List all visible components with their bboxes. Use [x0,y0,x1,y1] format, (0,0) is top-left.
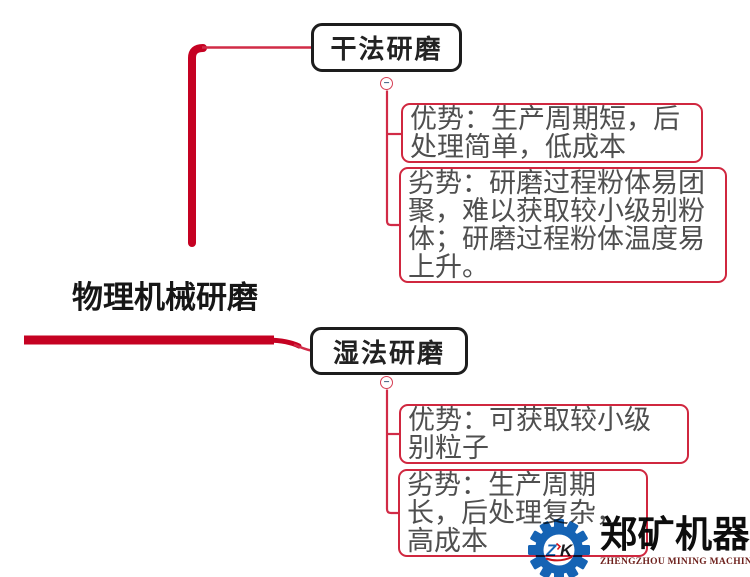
detail-box-dry-advantage[interactable]: 优势：生产周期短，后 处理简单，低成本 [401,103,703,163]
branch-line-dry-thick [188,44,207,247]
watermark-logo: Z K 郑矿机器 ZHENGZHOU MINING MACHINERY [520,512,750,577]
collapse-button-dry[interactable]: − [380,77,393,90]
node-wet-grinding[interactable]: 湿法研磨 [310,327,468,375]
logo-monogram-k: K [560,541,574,560]
node-dry-grinding[interactable]: 干法研磨 [311,23,462,72]
logo-underline-swoosh [545,556,573,562]
minus-icon: − [383,376,390,388]
logo-monogram-z: Z [545,541,557,560]
connector-wet-vertical [385,389,399,515]
minus-icon: − [383,77,390,89]
gear-teeth [528,519,590,577]
detail-box-wet-disadvantage[interactable]: 劣势：生产周期 长，后处理复杂， 高成本 [398,469,648,557]
branch-line-wet-thin [293,343,312,352]
detail-box-wet-advantage[interactable]: 优势：可获取较小级 别粒子 [399,404,689,464]
connector-dry-vertical [385,90,401,227]
collapse-button-wet[interactable]: − [380,376,393,389]
logo-name: 郑矿机器 [600,514,750,555]
root-topic-label[interactable]: 物理机械研磨 [72,280,258,315]
detail-box-dry-disadvantage[interactable]: 劣势：研磨过程粉体易团 聚，难以获取较小级别粉 体；研磨过程粉体温度易 上升。 [399,167,727,283]
gear-icon: Z K [528,519,590,577]
logo-subtitle: ZHENGZHOU MINING MACHINERY [600,557,750,567]
logo-spark-icon [555,542,562,551]
